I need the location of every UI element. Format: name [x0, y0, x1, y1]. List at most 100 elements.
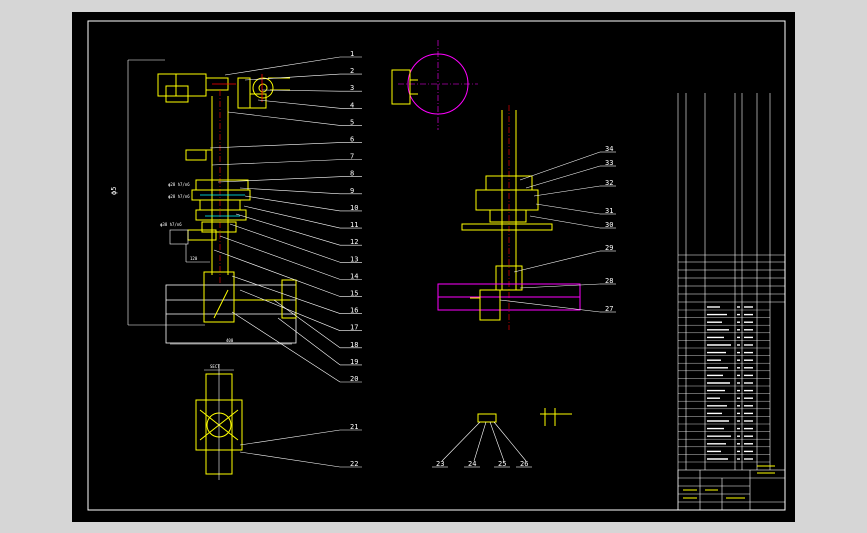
callout-27: 27: [605, 305, 613, 313]
leader-line: [489, 421, 505, 462]
joint-stack-detail: [200, 194, 245, 217]
callout-19: 19: [350, 358, 358, 366]
dim-box-label: 120: [190, 256, 198, 261]
leader-line: [239, 429, 341, 446]
dim-base-label: 400: [226, 338, 234, 343]
leader-line: [244, 73, 341, 81]
parts-list-entries: [707, 306, 753, 460]
leader-line: [513, 250, 601, 273]
leader-line: [519, 283, 601, 289]
callout-8: 8: [350, 170, 354, 178]
outer-border: [87, 20, 786, 511]
dim-fit-3: ϕ38 h7/n6: [160, 222, 182, 227]
callout-15: 15: [350, 289, 358, 297]
right-callouts: 34 33 32 31 30 29 28 27: [605, 145, 613, 313]
callout-33: 33: [605, 159, 613, 167]
callout-34: 34: [605, 145, 613, 153]
leader-line: [209, 142, 341, 149]
callout-12: 12: [350, 238, 358, 246]
section-outline: [204, 364, 234, 480]
leader-line: [499, 299, 601, 313]
callout-4: 4: [350, 101, 354, 109]
callout-25: 25: [498, 460, 506, 468]
callout-30: 30: [605, 221, 613, 229]
overall-height-dimension: [127, 59, 205, 326]
callout-6: 6: [350, 136, 354, 144]
callout-20: 20: [350, 375, 358, 383]
title-block-marks: [683, 465, 775, 499]
leader-line: [244, 195, 341, 212]
callout-32: 32: [605, 179, 613, 187]
leader-line: [219, 235, 341, 280]
leader-line: [535, 203, 601, 215]
leader-line: [231, 311, 341, 383]
right-carriage: [470, 289, 501, 321]
leader-line: [239, 289, 341, 331]
leader-line: [235, 213, 341, 246]
callout-1: 1: [350, 50, 354, 58]
callout-31: 31: [605, 207, 613, 215]
callout-5: 5: [350, 118, 354, 126]
left-assembly-view: ϕ5: [110, 59, 297, 480]
leader-line: [261, 89, 341, 92]
leader-line: [217, 176, 341, 183]
right-leader-lines: [499, 151, 616, 313]
leader-line: [211, 159, 341, 166]
callout-13: 13: [350, 255, 358, 263]
joint-stack: [185, 149, 251, 241]
section-label: SECT: [210, 364, 220, 369]
leader-line: [243, 205, 341, 229]
callout-21: 21: [350, 423, 358, 431]
callout-24: 24: [468, 460, 476, 468]
parts-list-table: [677, 93, 786, 511]
callout-14: 14: [350, 272, 358, 280]
dim-height-label: ϕ5: [110, 187, 118, 195]
leader-line: [473, 421, 487, 462]
leader-line: [525, 165, 601, 189]
leader-line: [441, 421, 481, 462]
dim-fit-1: ϕ28 h7/n6: [168, 182, 190, 187]
leader-line: [493, 421, 527, 462]
callout-11: 11: [350, 221, 358, 229]
leader-line: [239, 451, 341, 468]
left-leader-lines: [209, 56, 362, 468]
leader-line: [529, 215, 601, 229]
leader-line: [533, 185, 601, 197]
leader-line: [213, 249, 341, 297]
callout-29: 29: [605, 244, 613, 252]
callout-7: 7: [350, 153, 354, 161]
leader-line: [277, 317, 341, 366]
dim-fit-2: ϕ28 h7/n6: [168, 194, 190, 199]
callout-9: 9: [350, 187, 354, 195]
bottom-leader-lines: [432, 421, 532, 468]
leader-line: [224, 56, 341, 76]
drawing-sheet: [72, 12, 795, 522]
right-assembly-view: [391, 40, 581, 426]
callout-10: 10: [350, 204, 358, 212]
callout-28: 28: [605, 277, 613, 285]
right-shaft: [501, 105, 517, 330]
parts-list-rows: [678, 309, 770, 463]
leader-line: [239, 187, 341, 195]
callout-23: 23: [436, 460, 444, 468]
main-shaft: [211, 90, 229, 285]
leader-line: [273, 299, 341, 349]
leader-line: [229, 223, 341, 263]
callout-16: 16: [350, 307, 358, 315]
side-bracket: [169, 229, 210, 263]
leader-line: [257, 99, 341, 109]
callout-3: 3: [350, 84, 354, 92]
leader-line: [519, 151, 601, 181]
right-rail: [437, 283, 581, 311]
right-joint-stack: [461, 175, 553, 291]
callout-2: 2: [350, 67, 354, 75]
callout-17: 17: [350, 324, 358, 332]
top-motor: [157, 73, 290, 109]
leader-line: [231, 275, 341, 314]
disk-view: [391, 40, 478, 130]
small-parts: [477, 408, 572, 426]
callout-18: 18: [350, 341, 358, 349]
